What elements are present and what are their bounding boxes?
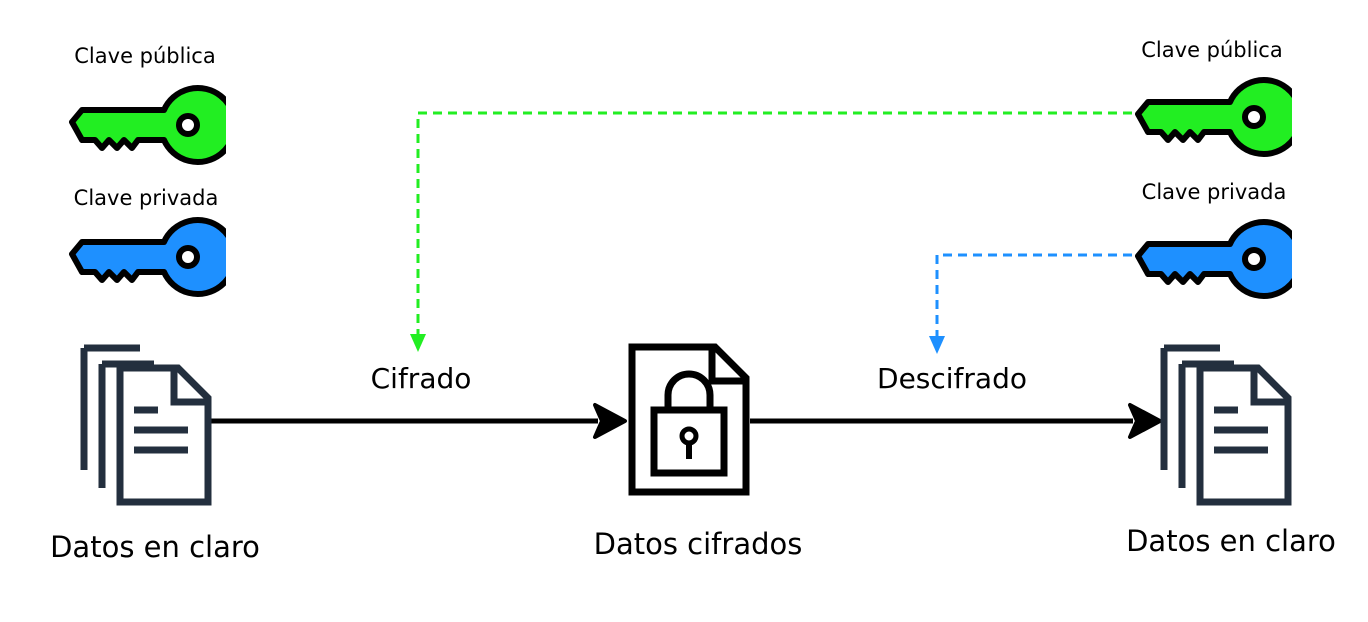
public-key-connector <box>416 111 1132 336</box>
right-public-key-icon <box>1138 80 1301 154</box>
source-documents-icon <box>84 348 208 502</box>
left-private-key-icon <box>72 220 235 294</box>
left-public-key-label: Clave pública <box>74 44 216 68</box>
private-key-connector <box>935 253 1132 338</box>
encrypt-arrowhead <box>593 403 627 439</box>
source-data-label: Datos en claro <box>50 530 260 564</box>
decrypt-step-label: Descifrado <box>877 362 1027 395</box>
target-documents-icon <box>1164 348 1288 502</box>
private-key-connector-arrowhead <box>929 336 945 354</box>
public-key-connector-arrowhead <box>410 334 426 352</box>
target-data-label: Datos en claro <box>1126 524 1336 558</box>
locked-file-icon <box>628 343 750 496</box>
right-private-key-label: Clave privada <box>1141 180 1287 204</box>
left-private-key-label: Clave privada <box>73 186 219 210</box>
encrypt-step-label: Cifrado <box>370 362 472 395</box>
decrypt-arrowhead <box>1128 403 1162 439</box>
encrypted-data-label: Datos cifrados <box>593 527 803 561</box>
right-private-key-icon <box>1138 222 1301 296</box>
left-public-key-icon <box>72 88 235 162</box>
right-public-key-label: Clave pública <box>1141 38 1283 62</box>
